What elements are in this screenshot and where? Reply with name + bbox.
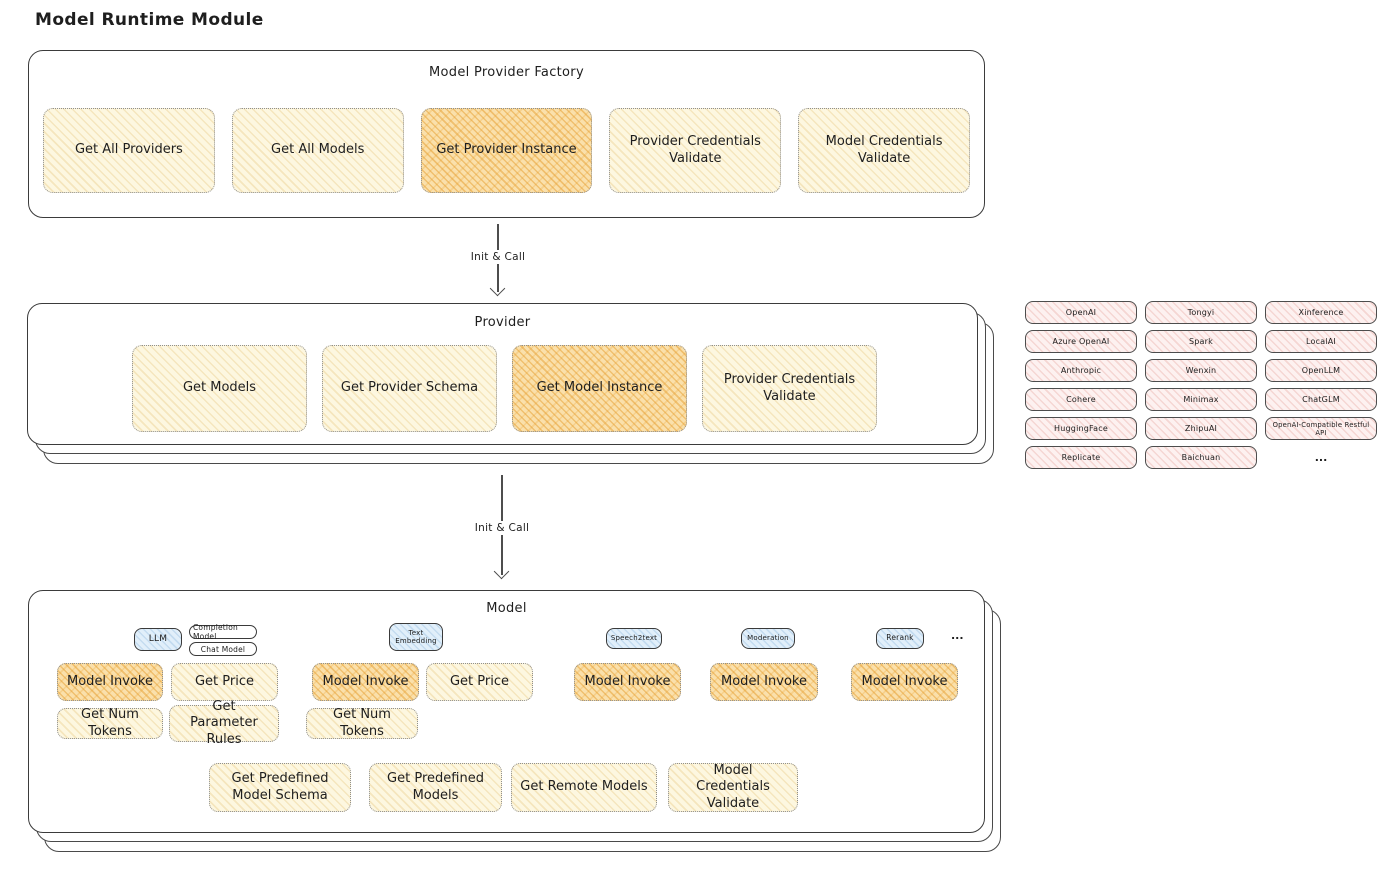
node-get-provider-schema[interactable]: Get Provider Schema bbox=[322, 345, 497, 432]
node-llm-get-num-tokens[interactable]: Get Num Tokens bbox=[57, 707, 163, 739]
tag-text-embedding[interactable]: Text Embedding bbox=[389, 623, 443, 651]
node-get-remote-models[interactable]: Get Remote Models bbox=[511, 763, 657, 812]
tag-completion-model[interactable]: Completion Model bbox=[189, 623, 257, 641]
more-providers-ellipsis: ... bbox=[1314, 451, 1328, 464]
tag-rerank[interactable]: Rerank bbox=[876, 628, 924, 649]
node-get-models[interactable]: Get Models bbox=[132, 345, 307, 432]
tag-chat-model[interactable]: Chat Model bbox=[189, 642, 257, 656]
provider-list-grid: OpenAI Tongyi Xinference Azure OpenAI Sp… bbox=[1025, 301, 1377, 469]
model-title: Model bbox=[486, 601, 527, 616]
node-get-model-instance[interactable]: Get Model Instance bbox=[512, 345, 687, 432]
node-embedding-get-num-tokens[interactable]: Get Num Tokens bbox=[306, 707, 418, 739]
provider-chip-tongyi[interactable]: Tongyi bbox=[1145, 301, 1257, 324]
provider-chip-zhipuai[interactable]: ZhipuAI bbox=[1145, 417, 1257, 440]
node-embedding-model-invoke[interactable]: Model Invoke bbox=[312, 663, 419, 701]
node-llm-model-invoke[interactable]: Model Invoke bbox=[57, 663, 163, 701]
provider-buttons-row: Get Models Get Provider Schema Get Model… bbox=[132, 345, 877, 432]
factory-title: Model Provider Factory bbox=[429, 65, 584, 80]
tag-llm[interactable]: LLM bbox=[134, 628, 182, 651]
more-model-types-ellipsis: ... bbox=[951, 629, 964, 642]
node-provider-credentials-validate[interactable]: Provider Credentials Validate bbox=[609, 108, 782, 193]
model-provider-factory-box[interactable]: Model Provider Factory Get All Providers… bbox=[28, 50, 985, 218]
provider-box[interactable]: Provider Get Models Get Provider Schema … bbox=[27, 303, 978, 445]
provider-chip-anthropic[interactable]: Anthropic bbox=[1025, 359, 1137, 382]
node-model-credentials-validate-2[interactable]: Model Credentials Validate bbox=[668, 763, 798, 812]
provider-chip-localai[interactable]: LocalAI bbox=[1265, 330, 1377, 353]
node-model-credentials-validate[interactable]: Model Credentials Validate bbox=[798, 108, 970, 193]
provider-chip-wenxin[interactable]: Wenxin bbox=[1145, 359, 1257, 382]
node-llm-get-parameter-rules[interactable]: Get Parameter Rules bbox=[169, 699, 279, 747]
provider-chip-openai-compatible-restful-api[interactable]: OpenAI-Compatible Restful API bbox=[1265, 417, 1377, 440]
tag-moderation[interactable]: Moderation bbox=[741, 628, 795, 649]
node-get-provider-instance[interactable]: Get Provider Instance bbox=[420, 108, 593, 193]
provider-chip-xinference[interactable]: Xinference bbox=[1265, 301, 1377, 324]
arrow-label-init-call-2: Init & Call bbox=[469, 521, 535, 535]
node-llm-get-price[interactable]: Get Price bbox=[171, 663, 278, 701]
provider-chip-openllm[interactable]: OpenLLM bbox=[1265, 359, 1377, 382]
provider-chip-spark[interactable]: Spark bbox=[1145, 330, 1257, 353]
provider-chip-baichuan[interactable]: Baichuan bbox=[1145, 446, 1257, 469]
node-rerank-model-invoke[interactable]: Model Invoke bbox=[851, 663, 958, 701]
node-get-all-providers[interactable]: Get All Providers bbox=[43, 108, 215, 193]
model-box[interactable]: Model LLM Completion Model Chat Model Te… bbox=[28, 590, 985, 833]
provider-chip-replicate[interactable]: Replicate bbox=[1025, 446, 1137, 469]
arrow-factory-to-provider-head bbox=[489, 280, 506, 297]
factory-buttons-row: Get All Providers Get All Models Get Pro… bbox=[43, 108, 970, 193]
node-speech2text-model-invoke[interactable]: Model Invoke bbox=[574, 663, 681, 701]
node-get-predefined-models[interactable]: Get Predefined Models bbox=[369, 763, 502, 812]
node-get-all-models[interactable]: Get All Models bbox=[231, 108, 404, 193]
node-provider-credentials-validate-2[interactable]: Provider Credentials Validate bbox=[702, 345, 877, 432]
provider-chip-chatglm[interactable]: ChatGLM bbox=[1265, 388, 1377, 411]
tag-speech2text[interactable]: Speech2text bbox=[606, 628, 662, 649]
node-moderation-model-invoke[interactable]: Model Invoke bbox=[710, 663, 818, 701]
provider-chip-cohere[interactable]: Cohere bbox=[1025, 388, 1137, 411]
arrow-label-init-call-1: Init & Call bbox=[465, 250, 531, 264]
provider-chip-minimax[interactable]: Minimax bbox=[1145, 388, 1257, 411]
page-title: Model Runtime Module bbox=[35, 10, 264, 30]
provider-chip-huggingface[interactable]: HuggingFace bbox=[1025, 417, 1137, 440]
arrow-provider-to-model-head bbox=[493, 563, 510, 580]
provider-chip-azure-openai[interactable]: Azure OpenAI bbox=[1025, 330, 1137, 353]
provider-title: Provider bbox=[474, 315, 531, 330]
node-embedding-get-price[interactable]: Get Price bbox=[426, 663, 533, 701]
provider-chip-openai[interactable]: OpenAI bbox=[1025, 301, 1137, 324]
node-get-predefined-model-schema[interactable]: Get Predefined Model Schema bbox=[209, 763, 351, 812]
